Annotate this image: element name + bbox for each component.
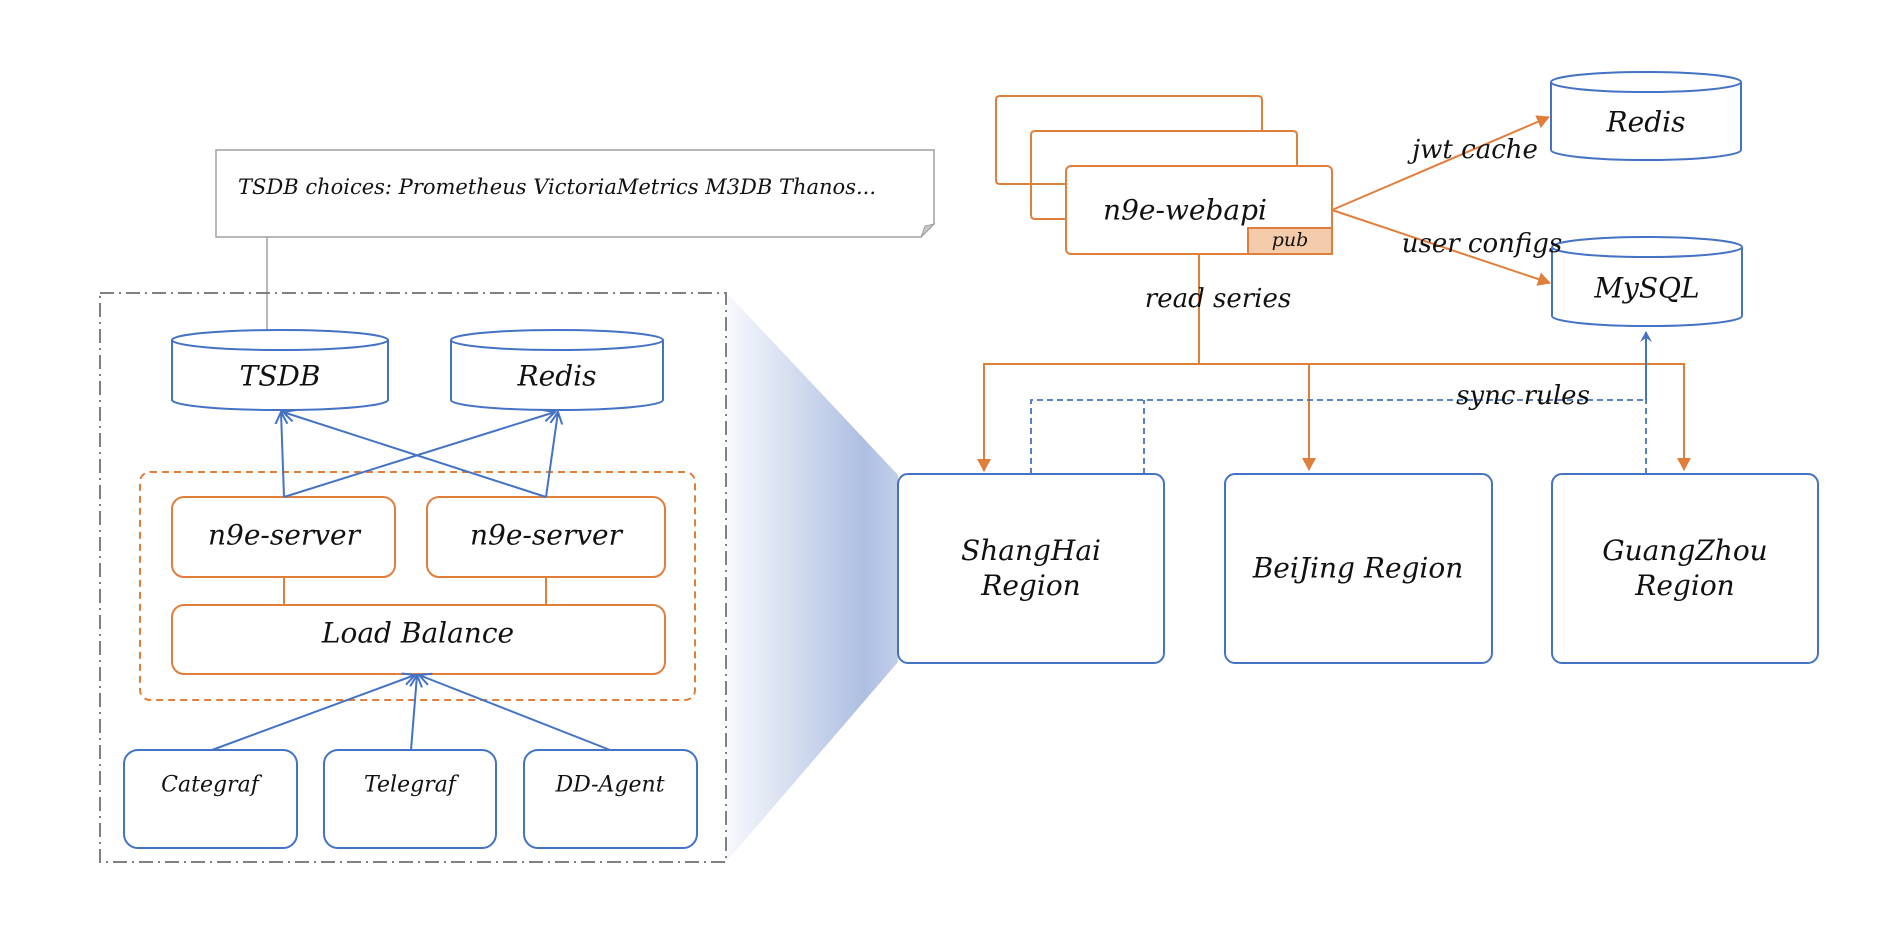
region-label-shanghai-line2: Region: [981, 569, 1081, 602]
tsdb-cylinder: [171, 329, 389, 411]
region-box-guangzhou: [1551, 473, 1819, 664]
edge-label-user-configs: user configs: [1401, 228, 1563, 259]
edge-label-sync-rules: sync rules: [1456, 380, 1590, 411]
region-box-shanghai: [897, 473, 1165, 664]
webapi-stack: [995, 95, 1333, 255]
redis-cluster-label: Redis: [517, 359, 597, 393]
note-box: [215, 149, 936, 332]
redis-cylinder-cluster: [450, 329, 664, 411]
redis-central-label: Redis: [1606, 105, 1686, 139]
region-label-shanghai-line1: ShangHai: [961, 534, 1101, 567]
mysql-cylinder: [1551, 236, 1743, 327]
region-label-shanghai: ShangHai Region: [961, 533, 1101, 603]
n9e-server-label-1: n9e-server: [208, 518, 360, 552]
tsdb-label: TSDB: [239, 359, 321, 393]
pub-badge-box: [1247, 227, 1333, 255]
server-storage-edges: [281, 412, 558, 498]
agent-label-telegraf: Telegraf: [364, 772, 456, 798]
n9e-server-label-2: n9e-server: [470, 518, 622, 552]
webapi-label: n9e-webapi: [1103, 193, 1267, 227]
redis-cylinder-central: [1550, 71, 1742, 161]
tsdb-choices-note: TSDB choices: Prometheus VictoriaMetrics…: [237, 174, 877, 199]
webapi-edges: [977, 115, 1691, 472]
agent-box-categraf: [123, 749, 298, 849]
region-label-beijing: BeiJing Region: [1252, 551, 1464, 585]
pub-badge: pub: [1271, 229, 1309, 252]
zoom-funnel: [726, 292, 898, 862]
edge-label-read-series: read series: [1144, 283, 1292, 314]
cluster-boundary: [99, 292, 727, 863]
agent-label-dd-agent: DD-Agent: [555, 772, 665, 798]
region-box-beijing: [1224, 473, 1493, 664]
server-group: [139, 471, 696, 701]
agent-box-dd-agent: [523, 749, 698, 849]
load-balance-label: Load Balance: [321, 616, 515, 650]
agent-label-categraf: Categraf: [161, 772, 259, 798]
agent-box-telegraf: [323, 749, 497, 849]
sync-rules-edges: [1030, 331, 1652, 474]
region-label-guangzhou-line2: Region: [1635, 569, 1735, 602]
mysql-label: MySQL: [1594, 271, 1700, 305]
edge-label-jwt-cache: jwt cache: [1412, 134, 1538, 165]
agent-lb-edges: [211, 675, 611, 751]
region-label-guangzhou: GuangZhou Region: [1602, 533, 1767, 603]
region-label-guangzhou-line1: GuangZhou: [1602, 534, 1768, 567]
